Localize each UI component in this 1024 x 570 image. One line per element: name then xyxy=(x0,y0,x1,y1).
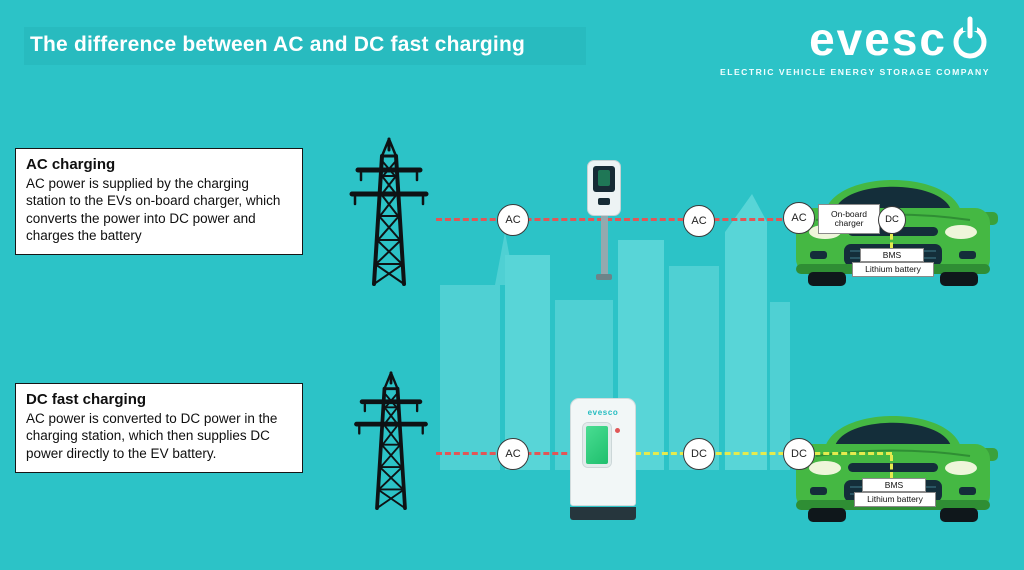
title-band xyxy=(24,27,586,65)
ac-power-wire xyxy=(436,218,800,221)
dc-node-label: DC xyxy=(878,206,906,234)
bms-label: BMS xyxy=(860,248,924,262)
dc-badge: DC xyxy=(783,438,815,470)
city-skyline xyxy=(420,190,790,475)
dc-station-brand: evesco xyxy=(587,408,619,417)
dc-badge: DC xyxy=(683,438,715,470)
dc-station-base xyxy=(570,507,636,520)
dc-power-drop-wire xyxy=(890,234,893,248)
bms-label: BMS xyxy=(862,478,926,492)
ac-station-slot xyxy=(598,198,610,205)
ac-badge: AC xyxy=(783,202,815,234)
dc-station-screen xyxy=(583,423,611,467)
ac-station-base xyxy=(596,274,612,280)
ac-station-pole xyxy=(600,216,608,274)
transmission-tower-icon xyxy=(338,136,440,291)
transmission-tower-icon xyxy=(340,370,442,515)
lithium-battery-label: Lithium battery xyxy=(854,492,936,507)
ac-info-box: AC charging AC power is supplied by the … xyxy=(15,148,303,256)
logo-wordmark: evesc xyxy=(809,13,947,65)
dc-info-heading: DC fast charging xyxy=(26,391,147,408)
logo-tagline: ELECTRIC VEHICLE ENERGY STORAGE COMPANY xyxy=(719,67,990,77)
ac-station-head xyxy=(587,160,621,216)
ac-charging-station-icon xyxy=(586,160,622,288)
dc-power-drop-wire xyxy=(890,455,893,478)
page-title: The difference between AC and DC fast ch… xyxy=(30,33,525,56)
ac-station-screen xyxy=(593,166,615,192)
dc-info-box: DC fast charging AC power is converted t… xyxy=(15,383,303,473)
ac-badge: AC xyxy=(497,438,529,470)
ac-info-body: AC power is supplied by the charging sta… xyxy=(26,176,281,243)
onboard-charger-label: On-board charger xyxy=(818,204,880,234)
power-icon xyxy=(950,16,990,62)
ac-badge: AC xyxy=(683,205,715,237)
evesco-logo: evesc ELECTRIC VEHICLE ENERGY STORAGE CO… xyxy=(720,16,990,77)
ac-badge: AC xyxy=(497,204,529,236)
dc-station-body: evesco xyxy=(570,398,636,506)
dc-station-indicator-dot xyxy=(615,428,620,433)
ev-car-icon xyxy=(788,388,998,528)
dc-power-wire xyxy=(635,452,892,455)
ac-info-heading: AC charging xyxy=(26,156,116,173)
ev-car-icon xyxy=(788,152,998,292)
lithium-battery-label: Lithium battery xyxy=(852,262,934,277)
dc-fast-charging-station-icon: evesco xyxy=(570,398,636,520)
skyline-graphic xyxy=(440,194,790,470)
dc-info-body: AC power is converted to DC power in the… xyxy=(26,411,278,461)
